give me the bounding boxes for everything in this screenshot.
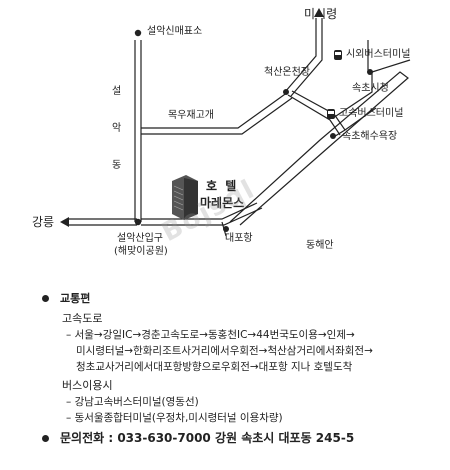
road-network	[60, 8, 411, 237]
road-coastal	[229, 71, 409, 226]
label-haemaji-park: (해맞이공원)	[114, 246, 168, 257]
label-seorak-shinmaepyoso: 설악신매표소	[147, 26, 203, 37]
expressway-line-2: 미시령터널→한화리조트사거리에서우회전→척산삼거리에서좌회전→	[76, 345, 373, 357]
dot-sokcho-beach	[330, 133, 336, 139]
dot-seorak-shinmaepyoso	[134, 29, 142, 37]
bus-line-2: – 동서울종합터미널(우정차,미시령터널 이용차량)	[66, 412, 283, 424]
label-gangneung: 강릉	[32, 215, 55, 229]
arrow-left-gangneung	[60, 217, 69, 227]
label-cheoksan: 척산온천장	[264, 67, 310, 78]
dot-city-hall	[367, 69, 373, 75]
dot-daepohang	[223, 226, 229, 232]
bullet-icon	[42, 435, 49, 442]
expressway-line-3: 청초교사거리에서대포항방향으로우회전→대포항 지나 호텔도착	[76, 361, 353, 373]
road-misiryeong	[284, 18, 317, 93]
bus-icon	[334, 50, 342, 60]
bus-line-1: – 강남고속버스터미널(영동선)	[66, 396, 199, 408]
expressway-line-1: – 서울→강일IC→경춘고속도로→동홍천IC→44번국도이용→인제→	[66, 329, 355, 341]
contact-info: 문의전화 : 033-630-7000 강원 속초시 대포동 245-5	[60, 431, 355, 445]
dot-seorak-entrance	[134, 218, 142, 226]
label-daepohang: 대포항	[225, 233, 253, 244]
bus-icon	[327, 109, 335, 119]
label-siwoe-bus-terminal: 시외버스터미널	[346, 49, 411, 60]
label-donghaean: 동해안	[306, 240, 334, 251]
location-map: 설악신매표소 미시령 시외버스터미널 척산온천장 속초시청 고속버스터미널 속초…	[32, 7, 411, 257]
hotel-name-line1: 호 텔	[206, 179, 239, 193]
label-city-hall: 속초시청	[352, 83, 389, 94]
label-mokwoojae: 목우재고개	[168, 110, 214, 121]
bullet-icon	[42, 295, 49, 302]
label-seorak-dong: 설 악 동	[112, 86, 122, 171]
transport-title: 교통편	[60, 292, 91, 305]
bus-title: 버스이용시	[62, 379, 113, 392]
label-sokcho-beach: 속초해수욕장	[342, 131, 398, 142]
hotel-name-line2: 마레몬스	[200, 196, 245, 210]
label-seorak-entrance: 설악산입구	[117, 233, 163, 244]
road-mokwoojae	[141, 91, 289, 129]
dot-cheoksan	[283, 89, 289, 95]
expressway-title: 고속도로	[62, 312, 103, 325]
hotel-building-icon	[172, 175, 198, 220]
label-misiryeong: 미시령	[304, 7, 338, 21]
label-express-bus-terminal: 고속버스터미널	[339, 108, 404, 119]
arrow-up-misiryeong	[314, 8, 324, 17]
